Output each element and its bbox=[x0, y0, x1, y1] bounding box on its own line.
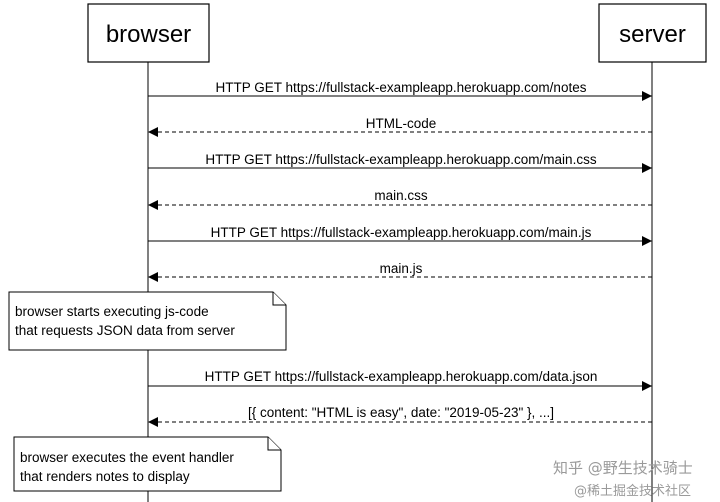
browser-actor: browser bbox=[87, 3, 210, 63]
message-label: main.js bbox=[380, 261, 423, 276]
note-js-execution: browser starts executing js-code that re… bbox=[8, 291, 287, 351]
message-get-data-json: HTTP GET https://fullstack-exampleapp.he… bbox=[148, 369, 652, 391]
message-data-json: [{ content: "HTML is easy", date: "2019-… bbox=[148, 405, 652, 427]
watermark: 知乎 @野生技术骑士 @稀土掘金技术社区 bbox=[553, 459, 693, 499]
watermark-line-1: 知乎 @野生技术骑士 bbox=[553, 459, 693, 477]
message-main-css: main.css bbox=[148, 188, 652, 210]
watermark-line-2: @稀土掘金技术社区 bbox=[574, 483, 691, 499]
message-label: HTML-code bbox=[366, 116, 437, 131]
message-html-code: HTML-code bbox=[148, 116, 652, 137]
message-get-main-css: HTTP GET https://fullstack-exampleapp.he… bbox=[148, 152, 652, 173]
note-event-handler: browser executes the event handler that … bbox=[13, 436, 282, 492]
message-label: HTTP GET https://fullstack-exampleapp.he… bbox=[211, 225, 592, 240]
note-line-1: browser starts executing js-code bbox=[15, 304, 209, 319]
message-label: main.css bbox=[374, 188, 428, 203]
note-line-1: browser executes the event handler bbox=[20, 450, 234, 465]
message-get-main-js: HTTP GET https://fullstack-exampleapp.he… bbox=[148, 225, 652, 246]
message-get-notes: HTTP GET https://fullstack-exampleapp.he… bbox=[148, 80, 652, 101]
note-line-2: that requests JSON data from server bbox=[15, 323, 235, 338]
message-main-js: main.js bbox=[148, 261, 652, 282]
message-label: HTTP GET https://fullstack-exampleapp.he… bbox=[205, 369, 598, 384]
server-actor: server bbox=[598, 3, 707, 63]
message-label: [{ content: "HTML is easy", date: "2019-… bbox=[248, 405, 554, 420]
server-actor-label: server bbox=[619, 21, 686, 48]
note-line-2: that renders notes to display bbox=[20, 469, 190, 484]
message-label: HTTP GET https://fullstack-exampleapp.he… bbox=[205, 152, 596, 167]
browser-actor-label: browser bbox=[106, 21, 191, 48]
message-label: HTTP GET https://fullstack-exampleapp.he… bbox=[216, 80, 587, 95]
